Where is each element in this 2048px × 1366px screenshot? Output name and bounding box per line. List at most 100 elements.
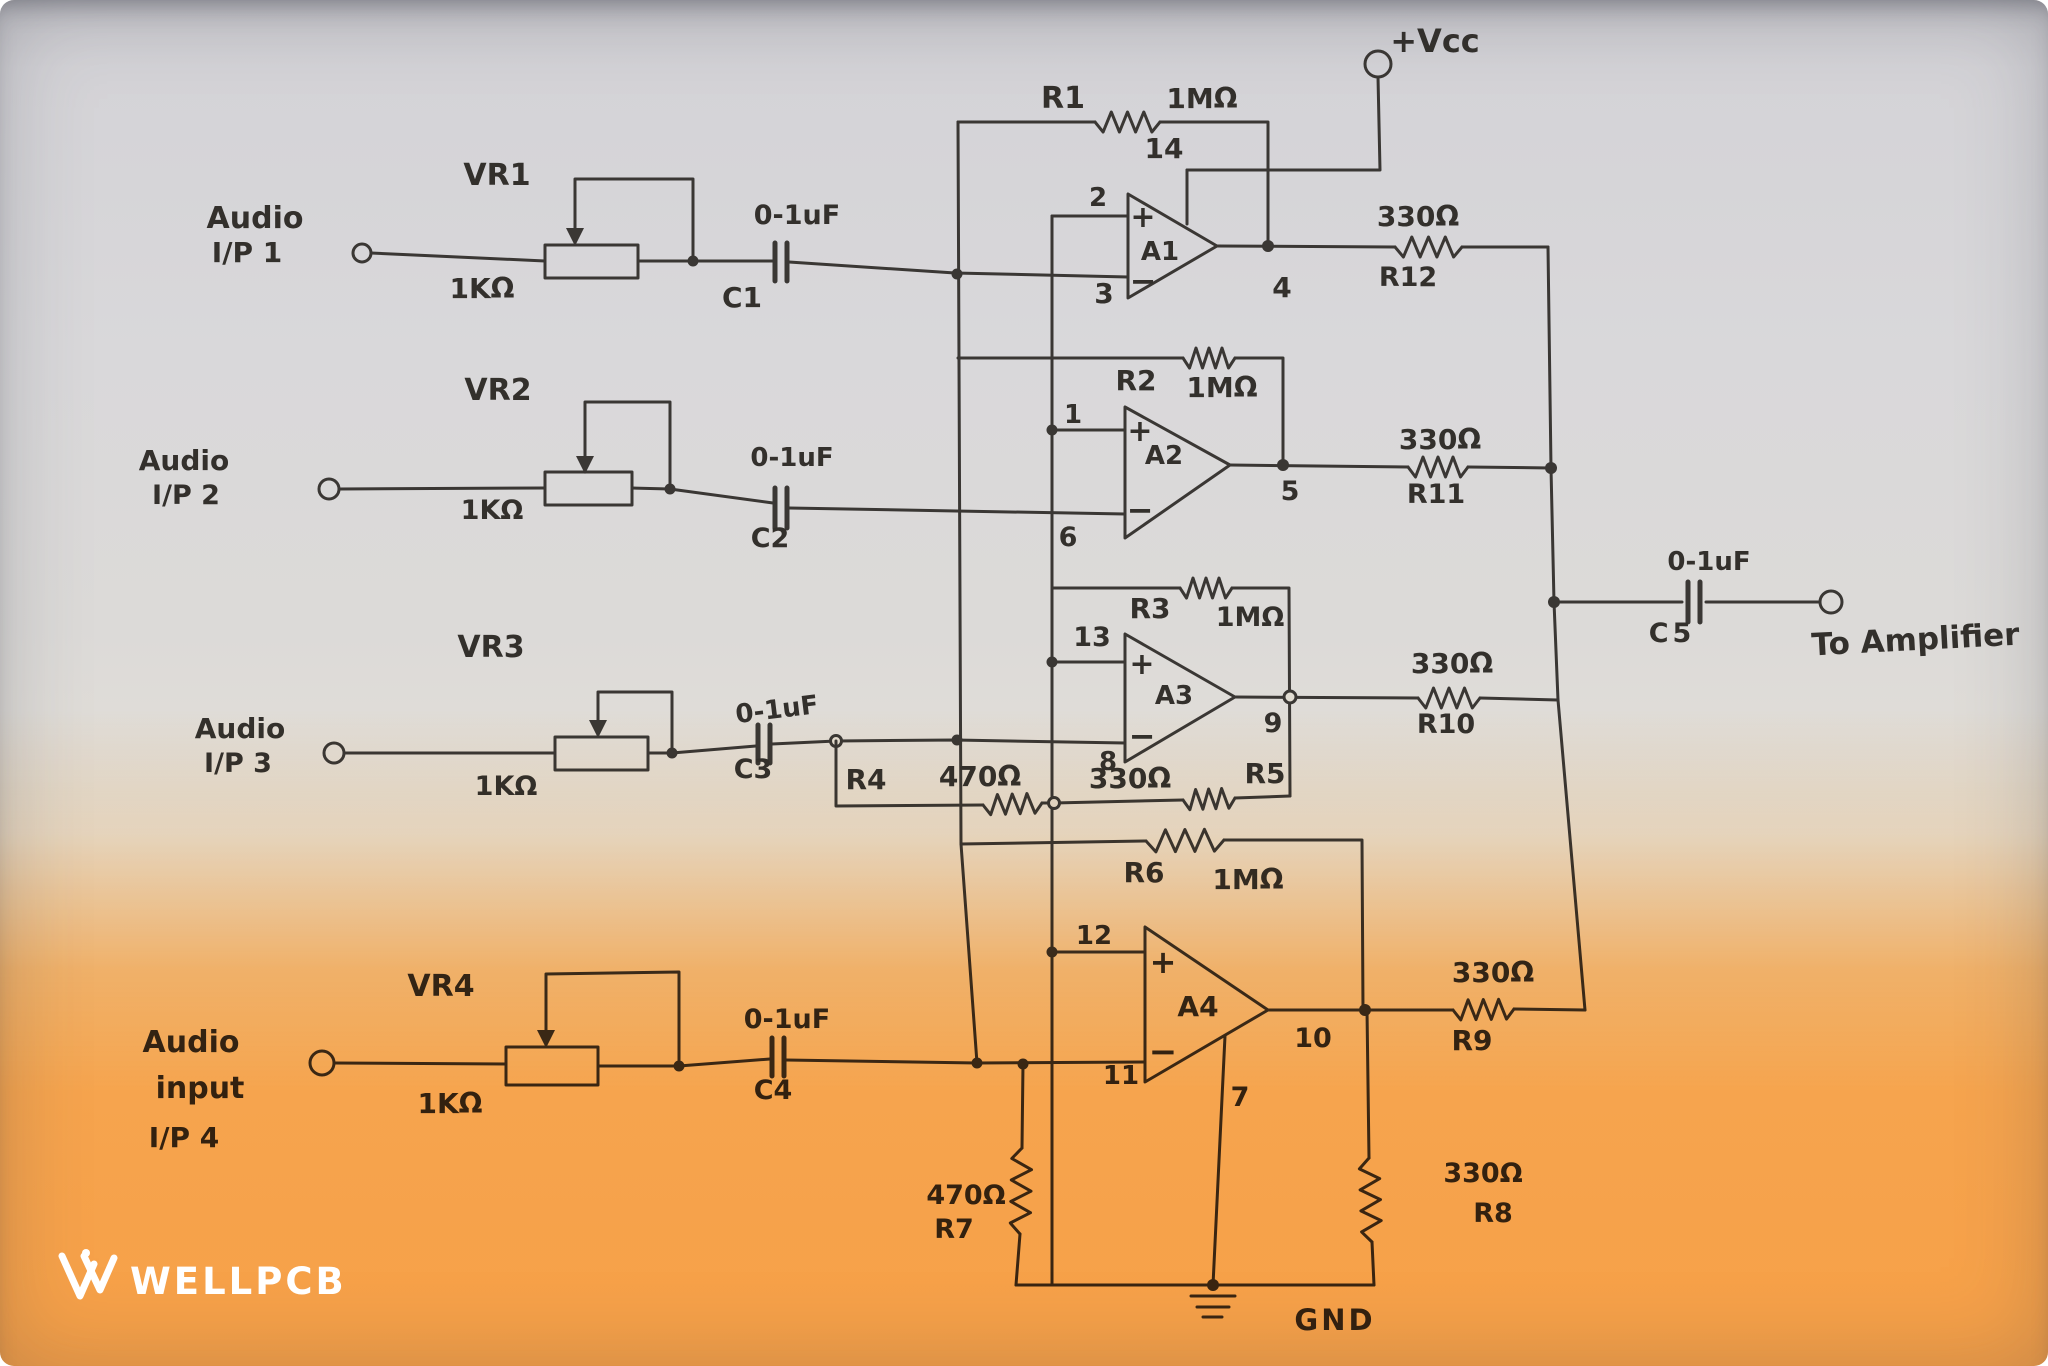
a4-plus: + <box>1150 943 1177 981</box>
vr4-wiper-arrow-icon <box>537 1030 555 1048</box>
c1-value: 0-1uF <box>754 200 840 231</box>
a1-plus: + <box>1130 200 1155 235</box>
r4-ref: R4 <box>845 763 886 796</box>
junction-dot <box>664 483 676 495</box>
vr4-wiper-loop <box>544 970 681 1068</box>
channel1-port: I/P 1 <box>212 236 282 269</box>
r1-feedback-wire <box>956 120 1270 248</box>
vr2-wiper-loop <box>583 400 672 491</box>
wire <box>646 744 758 755</box>
resistor-r6 <box>1144 827 1226 854</box>
channel4-port: I/P 4 <box>149 1121 219 1154</box>
r10-value: 330Ω <box>1411 647 1493 680</box>
vcc-terminal <box>1363 49 1393 79</box>
junction-dot <box>1207 1279 1219 1291</box>
capacitor-c5 <box>1685 579 1703 625</box>
to-amplifier-label: To Amplifier <box>1811 617 2021 664</box>
input-terminal-1 <box>351 242 373 264</box>
potentiometer-vr2 <box>543 470 634 507</box>
potentiometer-vr3 <box>553 735 650 772</box>
junction-dot <box>971 1057 983 1069</box>
r1-value: 1MΩ <box>1166 82 1237 115</box>
wire <box>770 738 1127 746</box>
junction-dot <box>1277 459 1289 471</box>
vr4-ref: VR4 <box>407 969 474 1004</box>
potentiometer-vr1 <box>543 243 640 280</box>
vr1-wiper-arrow-icon <box>566 228 584 246</box>
resistor-r1 <box>1093 110 1162 134</box>
pin-8-label: 8 <box>1099 747 1117 777</box>
resistor-r2 <box>1181 346 1237 370</box>
junction-dot <box>1046 656 1058 668</box>
c1-ref: C1 <box>722 281 762 314</box>
r12-ref: R12 <box>1379 262 1437 293</box>
vr1-ref: VR1 <box>463 158 530 193</box>
a4-minus: − <box>1149 1032 1178 1072</box>
resistor-r3 <box>1178 576 1234 600</box>
capacitor-c4 <box>769 1035 787 1079</box>
channel-1: Audio I/P 1 VR1 1KΩ 0-1uF C1 <box>207 158 1130 314</box>
wire <box>337 486 547 491</box>
pin-4-label: 4 <box>1272 271 1291 304</box>
pin-1-label: 1 <box>1064 400 1082 430</box>
junction-dot <box>1046 946 1058 958</box>
vr3-wiper-loop <box>596 690 674 755</box>
r7-value: 470Ω <box>926 1180 1005 1211</box>
r11-ref: R11 <box>1407 479 1465 510</box>
junction-dot <box>951 268 963 280</box>
capacitor-c2 <box>772 485 790 531</box>
junction-dot <box>1046 424 1058 436</box>
opamp-a2: 1 6 + − A2 R2 1MΩ 5 330Ω R11 <box>956 346 1557 553</box>
a4-output-wire <box>1266 1007 1587 1012</box>
c2-ref: C2 <box>751 523 790 554</box>
resistor-r8 <box>1357 1156 1383 1244</box>
pin-12-label: 12 <box>1076 921 1112 951</box>
a2-minus: − <box>1127 491 1154 529</box>
pin-9-label: 9 <box>1264 708 1283 739</box>
pin-10-label: 10 <box>1294 1023 1332 1054</box>
channel3-name: Audio <box>195 712 285 745</box>
wire <box>369 251 547 263</box>
r7-ref: R7 <box>934 1214 974 1245</box>
channel2-name: Audio <box>139 444 229 477</box>
a4-name: A4 <box>1177 990 1218 1023</box>
pin-3-label: 3 <box>1094 277 1113 310</box>
input-terminal-2 <box>317 477 341 501</box>
vr2-value: 1KΩ <box>461 495 524 526</box>
r3-ref: R3 <box>1129 592 1170 625</box>
a1-name: A1 <box>1141 237 1179 267</box>
r9-ref: R9 <box>1451 1024 1492 1057</box>
r8-ref: R8 <box>1473 1198 1513 1229</box>
r5-ref: R5 <box>1244 757 1285 790</box>
resistor-r4 <box>981 792 1044 817</box>
a2-name: A2 <box>1145 441 1183 471</box>
vr1-value: 1KΩ <box>450 272 515 305</box>
output-sum-bus <box>1546 245 1587 1012</box>
a1-minus: − <box>1130 262 1157 300</box>
r10-ref: R10 <box>1417 709 1475 740</box>
c5-ref: C5 <box>1649 618 1696 649</box>
junction-dot <box>666 747 678 759</box>
junction-dot <box>687 255 699 267</box>
input-terminal-3 <box>322 741 346 765</box>
c5-value: 0-1uF <box>1667 547 1750 577</box>
resistor-r10 <box>1416 686 1482 710</box>
a3-minus: − <box>1129 717 1156 755</box>
gnd-label: GND <box>1294 1303 1375 1337</box>
vr3-wiper-arrow-icon <box>589 720 607 738</box>
c3-value: 0-1uF <box>734 690 820 730</box>
vr4-value: 1KΩ <box>418 1087 483 1120</box>
resistor-r5 <box>1181 787 1237 812</box>
channel2-port: I/P 2 <box>152 480 220 511</box>
pin-6-label: 6 <box>1059 522 1078 553</box>
resistor-r12 <box>1393 235 1464 259</box>
r3-value: 1MΩ <box>1216 602 1285 633</box>
pin-2-label: 2 <box>1089 183 1107 213</box>
channel3-port: I/P 3 <box>204 748 272 779</box>
output-terminal <box>1818 589 1844 615</box>
a3-name: A3 <box>1155 681 1193 711</box>
c3-ref: C3 <box>734 754 773 785</box>
r2-value: 1MΩ <box>1186 371 1257 404</box>
